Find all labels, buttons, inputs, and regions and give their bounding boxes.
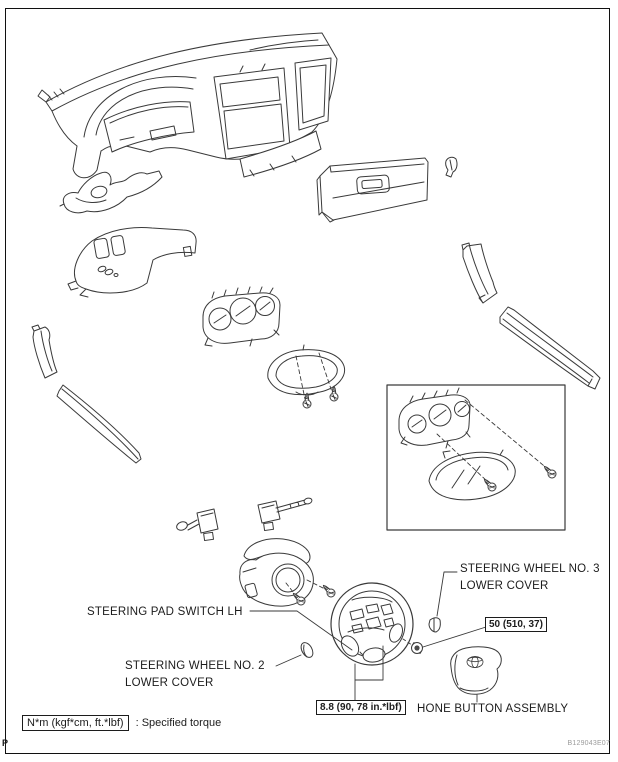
lower-finish-panel-drawing [67, 227, 197, 298]
leader-lines [249, 571, 487, 703]
cluster-inset-box [386, 384, 566, 531]
toyota-logo-icon [466, 656, 484, 668]
label-line: LOWER COVER [125, 677, 214, 689]
label-line: STEERING WHEEL NO. 3 [460, 563, 600, 575]
column-upper-cover-drawing [59, 170, 163, 214]
cluster-bezel-drawing [267, 344, 346, 409]
label-steering-pad-switch-lh: STEERING PAD SWITCH LH [87, 606, 243, 618]
torque-unit-box: N*m (kgf*cm, ft.*lbf) [22, 715, 129, 731]
leader-no2-cover [275, 654, 302, 667]
front-pillar-garnish-rh-drawing [461, 242, 498, 304]
label-wheel-no2-lower-cover: STEERING WHEEL NO. 2 LOWER COVER [125, 658, 265, 692]
headlight-switch-drawing [176, 508, 219, 542]
clip-bracket-drawing [445, 156, 458, 178]
legend-description: : Specified torque [135, 717, 222, 729]
leader-torque-50 [422, 626, 487, 648]
steering-wheel-nut-drawing [411, 642, 423, 654]
column-cover-drawing [239, 538, 338, 608]
label-horn-button-assembly: HONE BUTTON ASSEMBLY [417, 703, 569, 715]
label-wheel-no3-lower-cover: STEERING WHEEL NO. 3 LOWER COVER [460, 561, 600, 595]
torque-legend: N*m (kgf*cm, ft.*lbf) : Specified torque [22, 715, 221, 731]
scuff-plate-rh-drawing [499, 306, 601, 390]
leader-no3-cover [436, 571, 458, 617]
label-line: STEERING WHEEL NO. 2 [125, 660, 265, 672]
torque-spec-wheel-nut: 50 (510, 37) [485, 617, 547, 632]
leader-torque-88-bracket [354, 645, 384, 702]
torque-spec-pad-screws: 8.8 (90, 78 in.*lbf) [316, 700, 406, 715]
wheel-no2-lower-cover-drawing [300, 642, 314, 658]
scuff-plate-lh-drawing [56, 384, 142, 464]
glove-box-door-drawing [316, 157, 429, 223]
document-number: B129043E07 [567, 740, 610, 747]
wheel-no3-lower-cover-drawing [428, 617, 441, 633]
label-line: LOWER COVER [460, 580, 549, 592]
wiper-switch-drawing [257, 497, 313, 532]
instrument-cluster-drawing [202, 286, 281, 347]
front-pillar-garnish-lh-drawing [31, 324, 58, 379]
leader-pad-switch [249, 610, 353, 651]
instrument-panel-drawing [37, 32, 338, 179]
page-marker: P [2, 738, 9, 748]
page-border [5, 8, 610, 754]
horn-button-drawing [450, 646, 502, 695]
steering-wheel-drawing [330, 582, 414, 666]
